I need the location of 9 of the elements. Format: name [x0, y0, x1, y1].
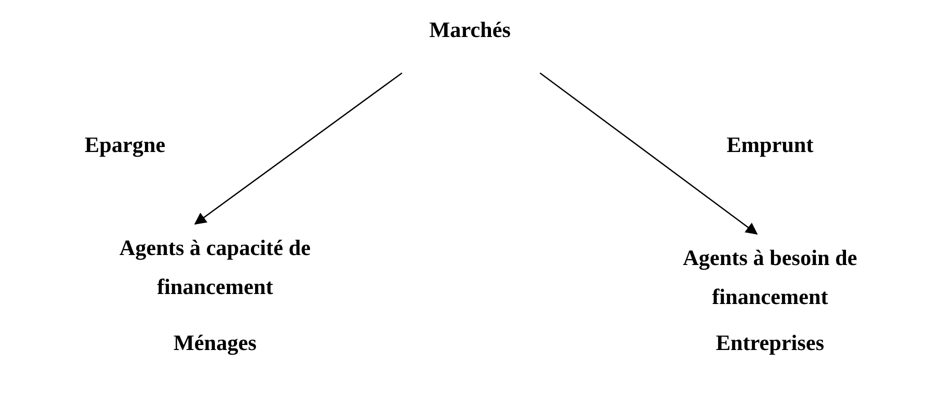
node-caption: Entreprises — [714, 329, 826, 357]
flow-label: Epargne — [84, 131, 166, 159]
node-label: Marchés — [400, 10, 540, 49]
node-label: Agents à capacité de financement — [80, 228, 350, 306]
arrow — [194, 72, 402, 225]
arrow — [540, 72, 758, 235]
node-caption: Ménages — [172, 329, 258, 357]
node-label: Agents à besoin de financement — [625, 238, 915, 316]
flow-label: Emprunt — [726, 131, 814, 159]
